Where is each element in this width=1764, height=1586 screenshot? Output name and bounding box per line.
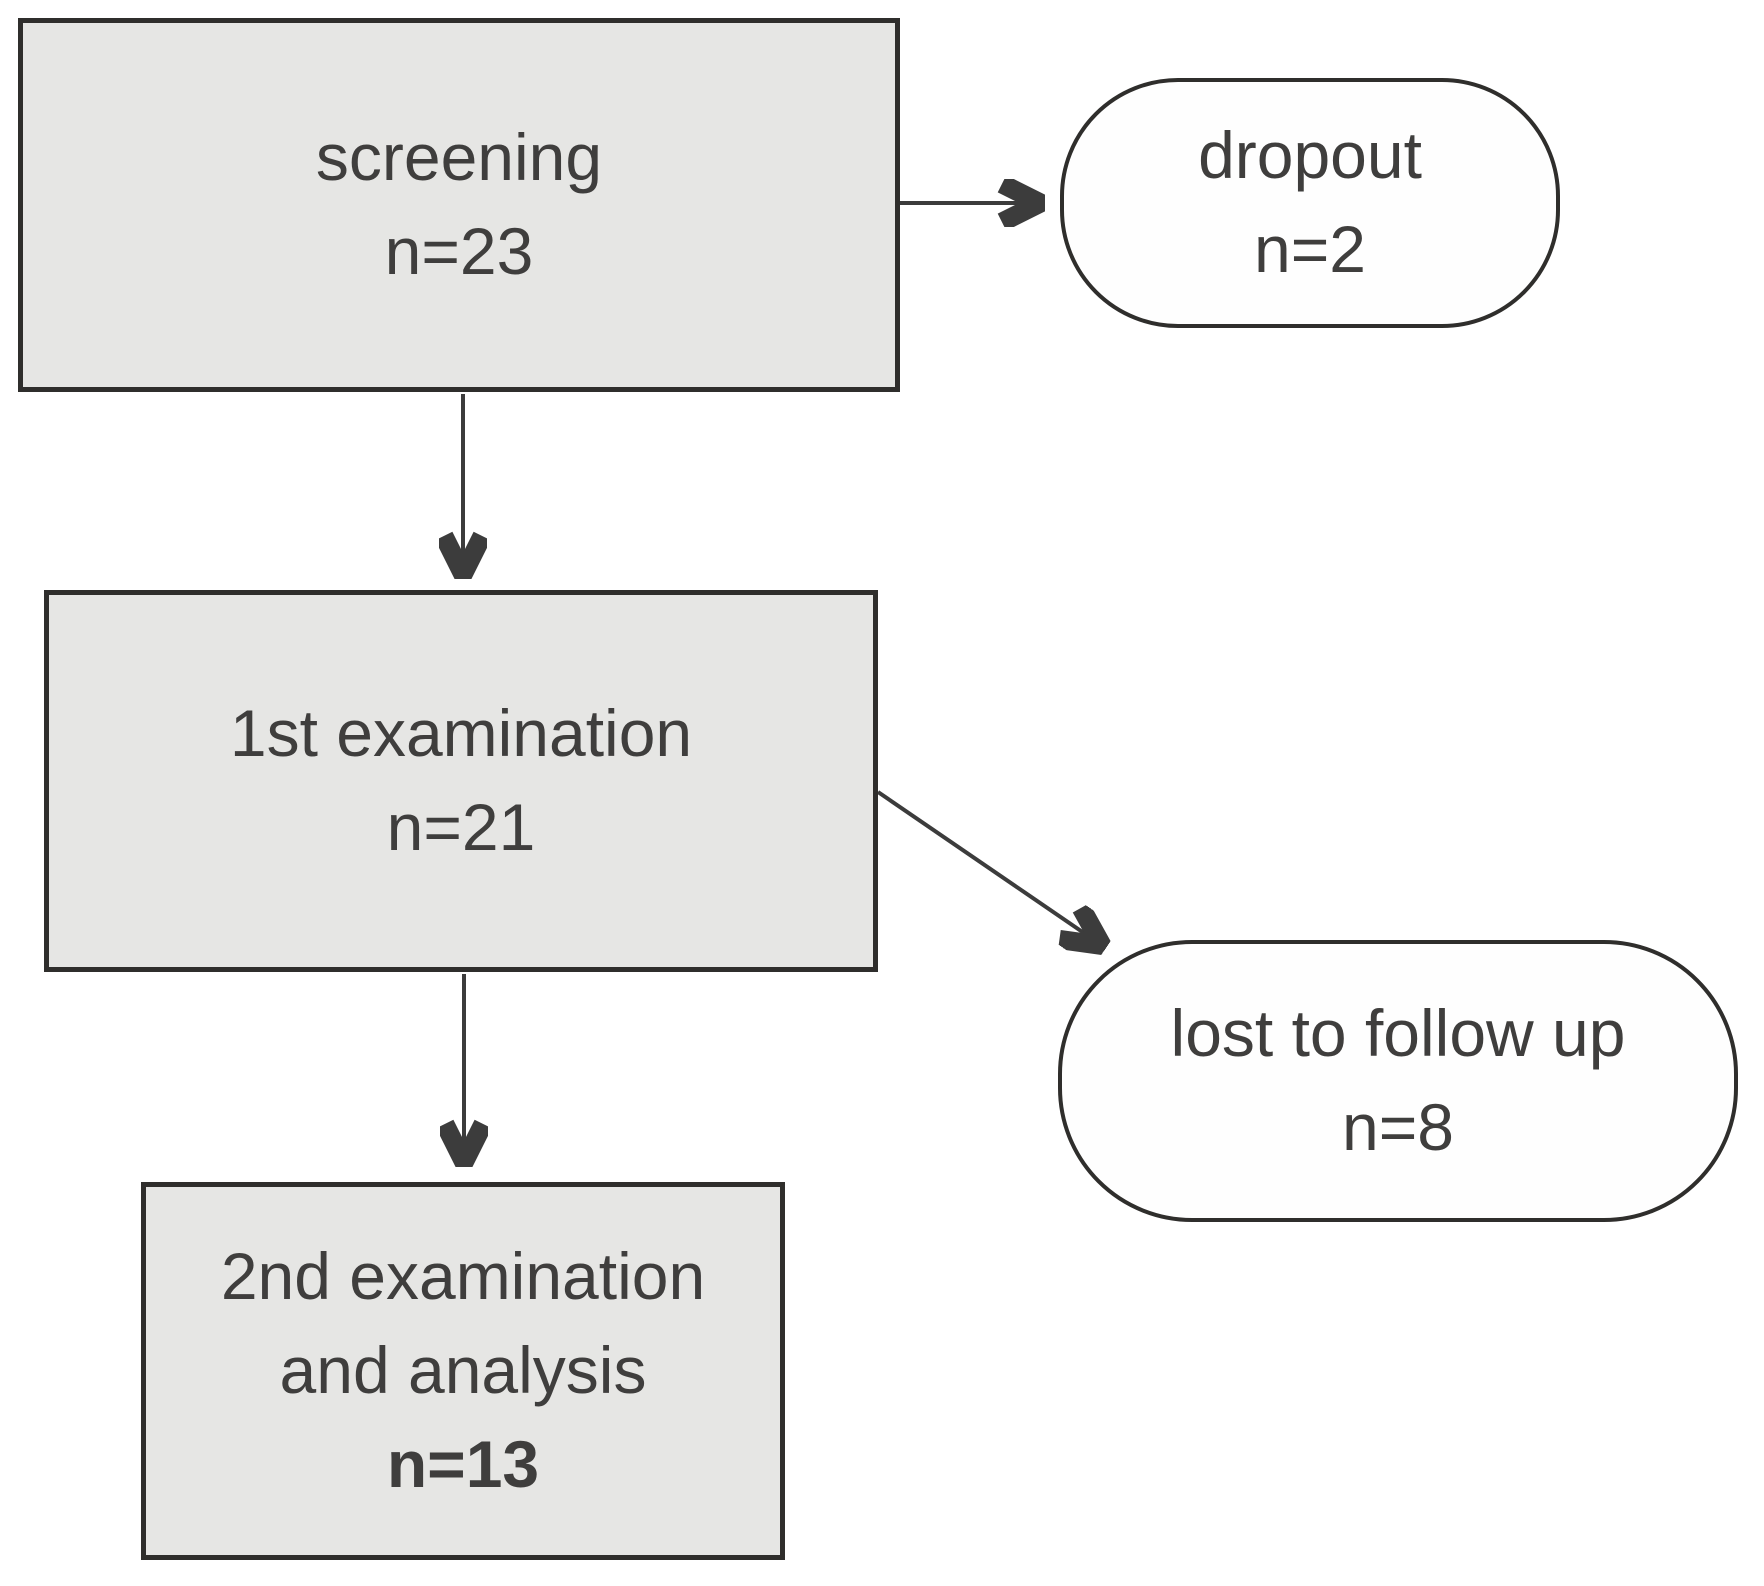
node-dropout-count: n=2: [1254, 212, 1366, 286]
node-lost-to-follow-up-label: lost to follow up: [1170, 996, 1626, 1071]
node-lost-to-follow-up: lost to follow up n=8: [1058, 940, 1738, 1222]
node-first-examination: 1st examination n=21: [44, 590, 878, 972]
node-second-examination-label-line1: 2nd examination: [220, 1239, 706, 1314]
node-dropout: dropout n=2: [1060, 78, 1560, 328]
node-lost-to-follow-up-count: n=8: [1342, 1090, 1454, 1164]
arrow-first-examination-to-lost-to-follow-up: [876, 790, 1100, 944]
node-second-examination: 2nd examination and analysis n=13: [141, 1182, 785, 1560]
node-screening-count: n=23: [384, 214, 534, 288]
node-second-examination-label-line2: and analysis: [279, 1333, 647, 1408]
node-screening: screening n=23: [18, 18, 900, 392]
node-screening-label: screening: [315, 120, 603, 195]
node-first-examination-label: 1st examination: [229, 696, 693, 771]
node-dropout-label: dropout: [1198, 118, 1422, 193]
node-first-examination-count: n=21: [386, 790, 536, 864]
node-second-examination-count: n=13: [386, 1426, 540, 1501]
